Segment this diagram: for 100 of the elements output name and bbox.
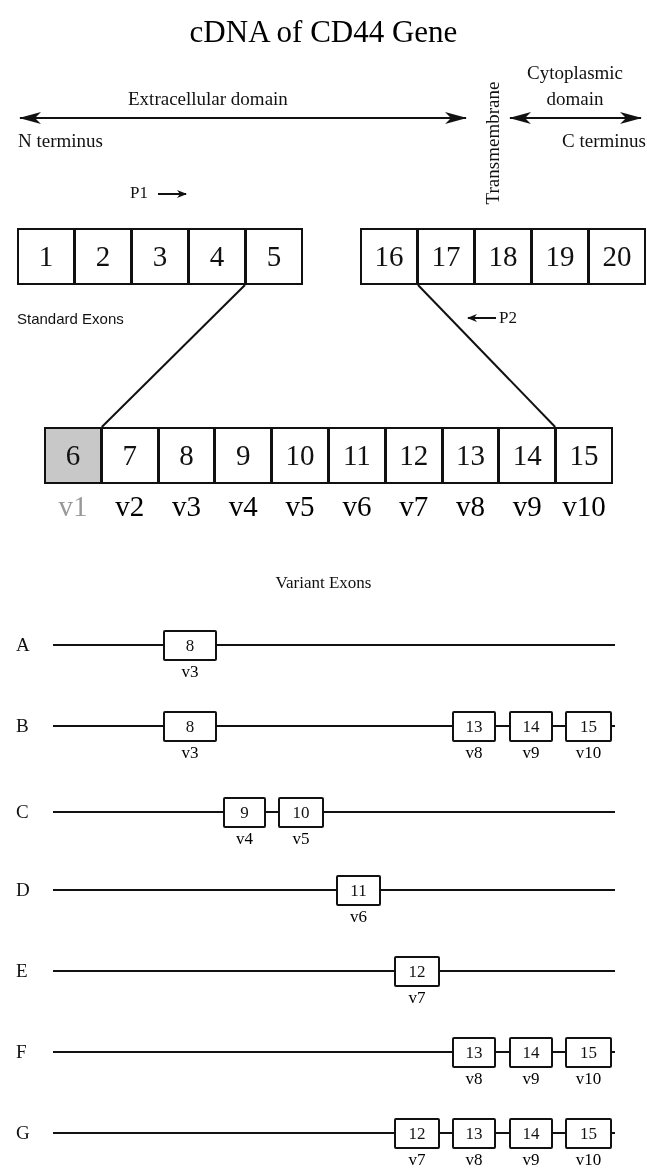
exon-number: 10 — [285, 439, 315, 472]
row-letter: F — [16, 1041, 27, 1063]
domain-label: Extracellular domain — [128, 88, 288, 110]
variant-label: v7 — [407, 988, 427, 1008]
exon-box — [223, 797, 266, 828]
row-letter: E — [16, 960, 28, 982]
variant-label: v6 — [349, 907, 368, 927]
domain-label: Transmembrane — [482, 80, 504, 207]
variant-label: v9 — [521, 1069, 541, 1089]
exon-box — [131, 228, 189, 285]
exon-number: 8 — [185, 635, 195, 656]
exon-box — [157, 427, 216, 484]
exon-box — [531, 228, 589, 285]
exon-box — [565, 1118, 612, 1149]
variant-label: v3 — [180, 662, 200, 682]
exon-number: 9 — [240, 802, 249, 823]
variant-label: v10 — [574, 1069, 603, 1089]
primer-label: P2 — [499, 308, 517, 328]
exon-box — [278, 797, 324, 828]
exon-number: 15 — [569, 439, 599, 472]
exon-number: 11 — [350, 880, 367, 901]
exon-number: 18 — [488, 240, 518, 273]
primer-label: P1 — [130, 183, 148, 203]
exon-box — [509, 1118, 553, 1149]
variant-label: v8 — [464, 1069, 484, 1089]
exon-number: 14 — [522, 1042, 540, 1063]
variant-label: v8 — [464, 1150, 484, 1170]
exon-box — [565, 711, 612, 742]
variant-label: v3 — [180, 743, 200, 763]
variant-label: v9 — [521, 1150, 541, 1170]
exon-number: 8 — [179, 439, 194, 472]
exon-number: 13 — [465, 716, 483, 737]
exon-number: 1 — [38, 240, 54, 273]
exon-box — [394, 956, 440, 987]
exon-number: 13 — [456, 439, 485, 472]
expansion-line — [417, 284, 557, 428]
variant-label: v10 — [574, 743, 603, 763]
row-letter: C — [16, 801, 29, 823]
exon-box — [441, 427, 500, 484]
exon-number: 16 — [374, 240, 404, 273]
variant-label: v6 — [341, 490, 373, 523]
exon-box — [74, 228, 132, 285]
exon-box — [452, 1118, 496, 1149]
terminus-label: C terminus — [562, 130, 646, 152]
exon-number: 14 — [522, 1123, 540, 1144]
exon-number: 8 — [185, 716, 195, 737]
exon-box — [100, 427, 159, 484]
exon-box — [452, 711, 496, 742]
exon-number: 13 — [465, 1042, 483, 1063]
exon-box — [245, 228, 303, 285]
exon-box — [565, 1037, 612, 1068]
variant-label: v1 — [57, 490, 89, 523]
row-letter: D — [16, 879, 30, 901]
exon-box — [44, 427, 102, 484]
variant-label: v5 — [284, 490, 316, 523]
variant-label: v9 — [521, 743, 541, 763]
exon-box — [163, 711, 217, 742]
title: cDNA of CD44 Gene — [188, 14, 459, 50]
exon-number: 7 — [122, 439, 137, 472]
exon-box — [417, 228, 475, 285]
row-letter: B — [16, 715, 29, 737]
exon-box — [555, 427, 613, 484]
exon-box — [17, 228, 75, 285]
exon-number: 15 — [580, 716, 597, 737]
exon-number: 14 — [522, 716, 540, 737]
exon-number: 5 — [266, 240, 282, 273]
exon-number: 12 — [408, 961, 426, 982]
variant-label: v4 — [235, 829, 254, 849]
exon-number: 9 — [236, 439, 251, 472]
exon-number: 13 — [465, 1123, 483, 1144]
exon-box — [498, 427, 557, 484]
variant-label: v7 — [398, 490, 430, 523]
exon-number: 6 — [65, 439, 81, 472]
domain-label: Cytoplasmic domain — [525, 61, 625, 111]
row-letter: A — [16, 634, 30, 656]
variant-label: v8 — [464, 743, 484, 763]
exon-number: 3 — [152, 240, 168, 273]
exon-number: 14 — [512, 439, 542, 472]
exon-number: 19 — [545, 240, 575, 273]
exon-number: 15 — [580, 1123, 597, 1144]
exon-box — [214, 427, 273, 484]
variant-label: v5 — [291, 829, 311, 849]
variant-label: v9 — [511, 490, 543, 523]
variant-label: v8 — [455, 490, 486, 523]
exon-number: 12 — [399, 439, 429, 472]
exon-box — [509, 1037, 553, 1068]
terminus-label: N terminus — [18, 130, 103, 152]
variant-label: v2 — [114, 490, 146, 523]
variant-label: v10 — [574, 1150, 603, 1170]
exon-number: 2 — [95, 240, 111, 273]
exon-box — [360, 228, 418, 285]
variant-label: v10 — [561, 490, 607, 523]
exon-box — [328, 427, 386, 484]
row-letter: G — [16, 1122, 30, 1144]
exon-number: 15 — [580, 1042, 597, 1063]
exon-box — [474, 228, 532, 285]
exon-number: 12 — [408, 1123, 426, 1144]
exon-box — [588, 228, 646, 285]
exon-box — [452, 1037, 496, 1068]
section-label: Standard Exons — [17, 310, 124, 327]
